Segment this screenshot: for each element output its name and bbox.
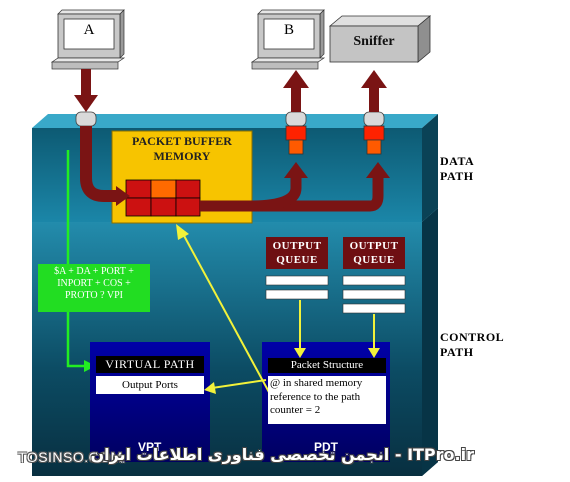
output-queue-2-title: OUTPUT QUEUE xyxy=(349,240,399,266)
ingress-arrow xyxy=(74,69,98,112)
ingress-port xyxy=(75,111,97,127)
watermark-itpro: ITPro.ir - انجمن تخصصی فناوری اطلاعات ای… xyxy=(90,445,474,464)
host-a-label: A xyxy=(83,22,95,38)
host-b-label: B xyxy=(283,22,294,38)
egress-arrow-b xyxy=(283,70,309,112)
watermark-tosinso: TOSINSO.COM xyxy=(18,449,123,465)
pdt-header: Packet Structure xyxy=(268,358,386,373)
data-path-label: DATA PATH xyxy=(440,154,475,183)
sniffer-label: Sniffer xyxy=(353,34,395,49)
control-path-label: CONTROL PATH xyxy=(440,330,505,359)
pdt-label: PDT xyxy=(314,440,338,454)
output-queue-1-title: OUTPUT QUEUE xyxy=(272,240,322,266)
vpt-label: VPT xyxy=(138,440,162,454)
vpt-output-ports: Output Ports xyxy=(96,376,204,394)
computer-a xyxy=(50,9,126,70)
lookup-key-box xyxy=(38,150,150,372)
packet-buffer-title: PACKET BUFFER MEMORY xyxy=(132,134,232,163)
output-queue-2 xyxy=(342,237,406,314)
pointer-arrows xyxy=(176,224,380,395)
data-flow-arrows xyxy=(80,126,390,212)
egress-port-sniffer xyxy=(363,111,385,155)
egress-port-b xyxy=(285,111,307,155)
vpt-header: VIRTUAL PATH xyxy=(96,356,204,373)
pdt-body: @ in shared memory reference to the path… xyxy=(268,376,386,424)
sniffer-device xyxy=(328,15,432,63)
egress-arrow-sniffer xyxy=(361,70,387,112)
output-queue-1 xyxy=(265,237,329,300)
computer-b xyxy=(250,9,326,70)
lookup-key-text: $A + DA + PORT + INPORT + COS + PROTO ? … xyxy=(54,266,134,301)
